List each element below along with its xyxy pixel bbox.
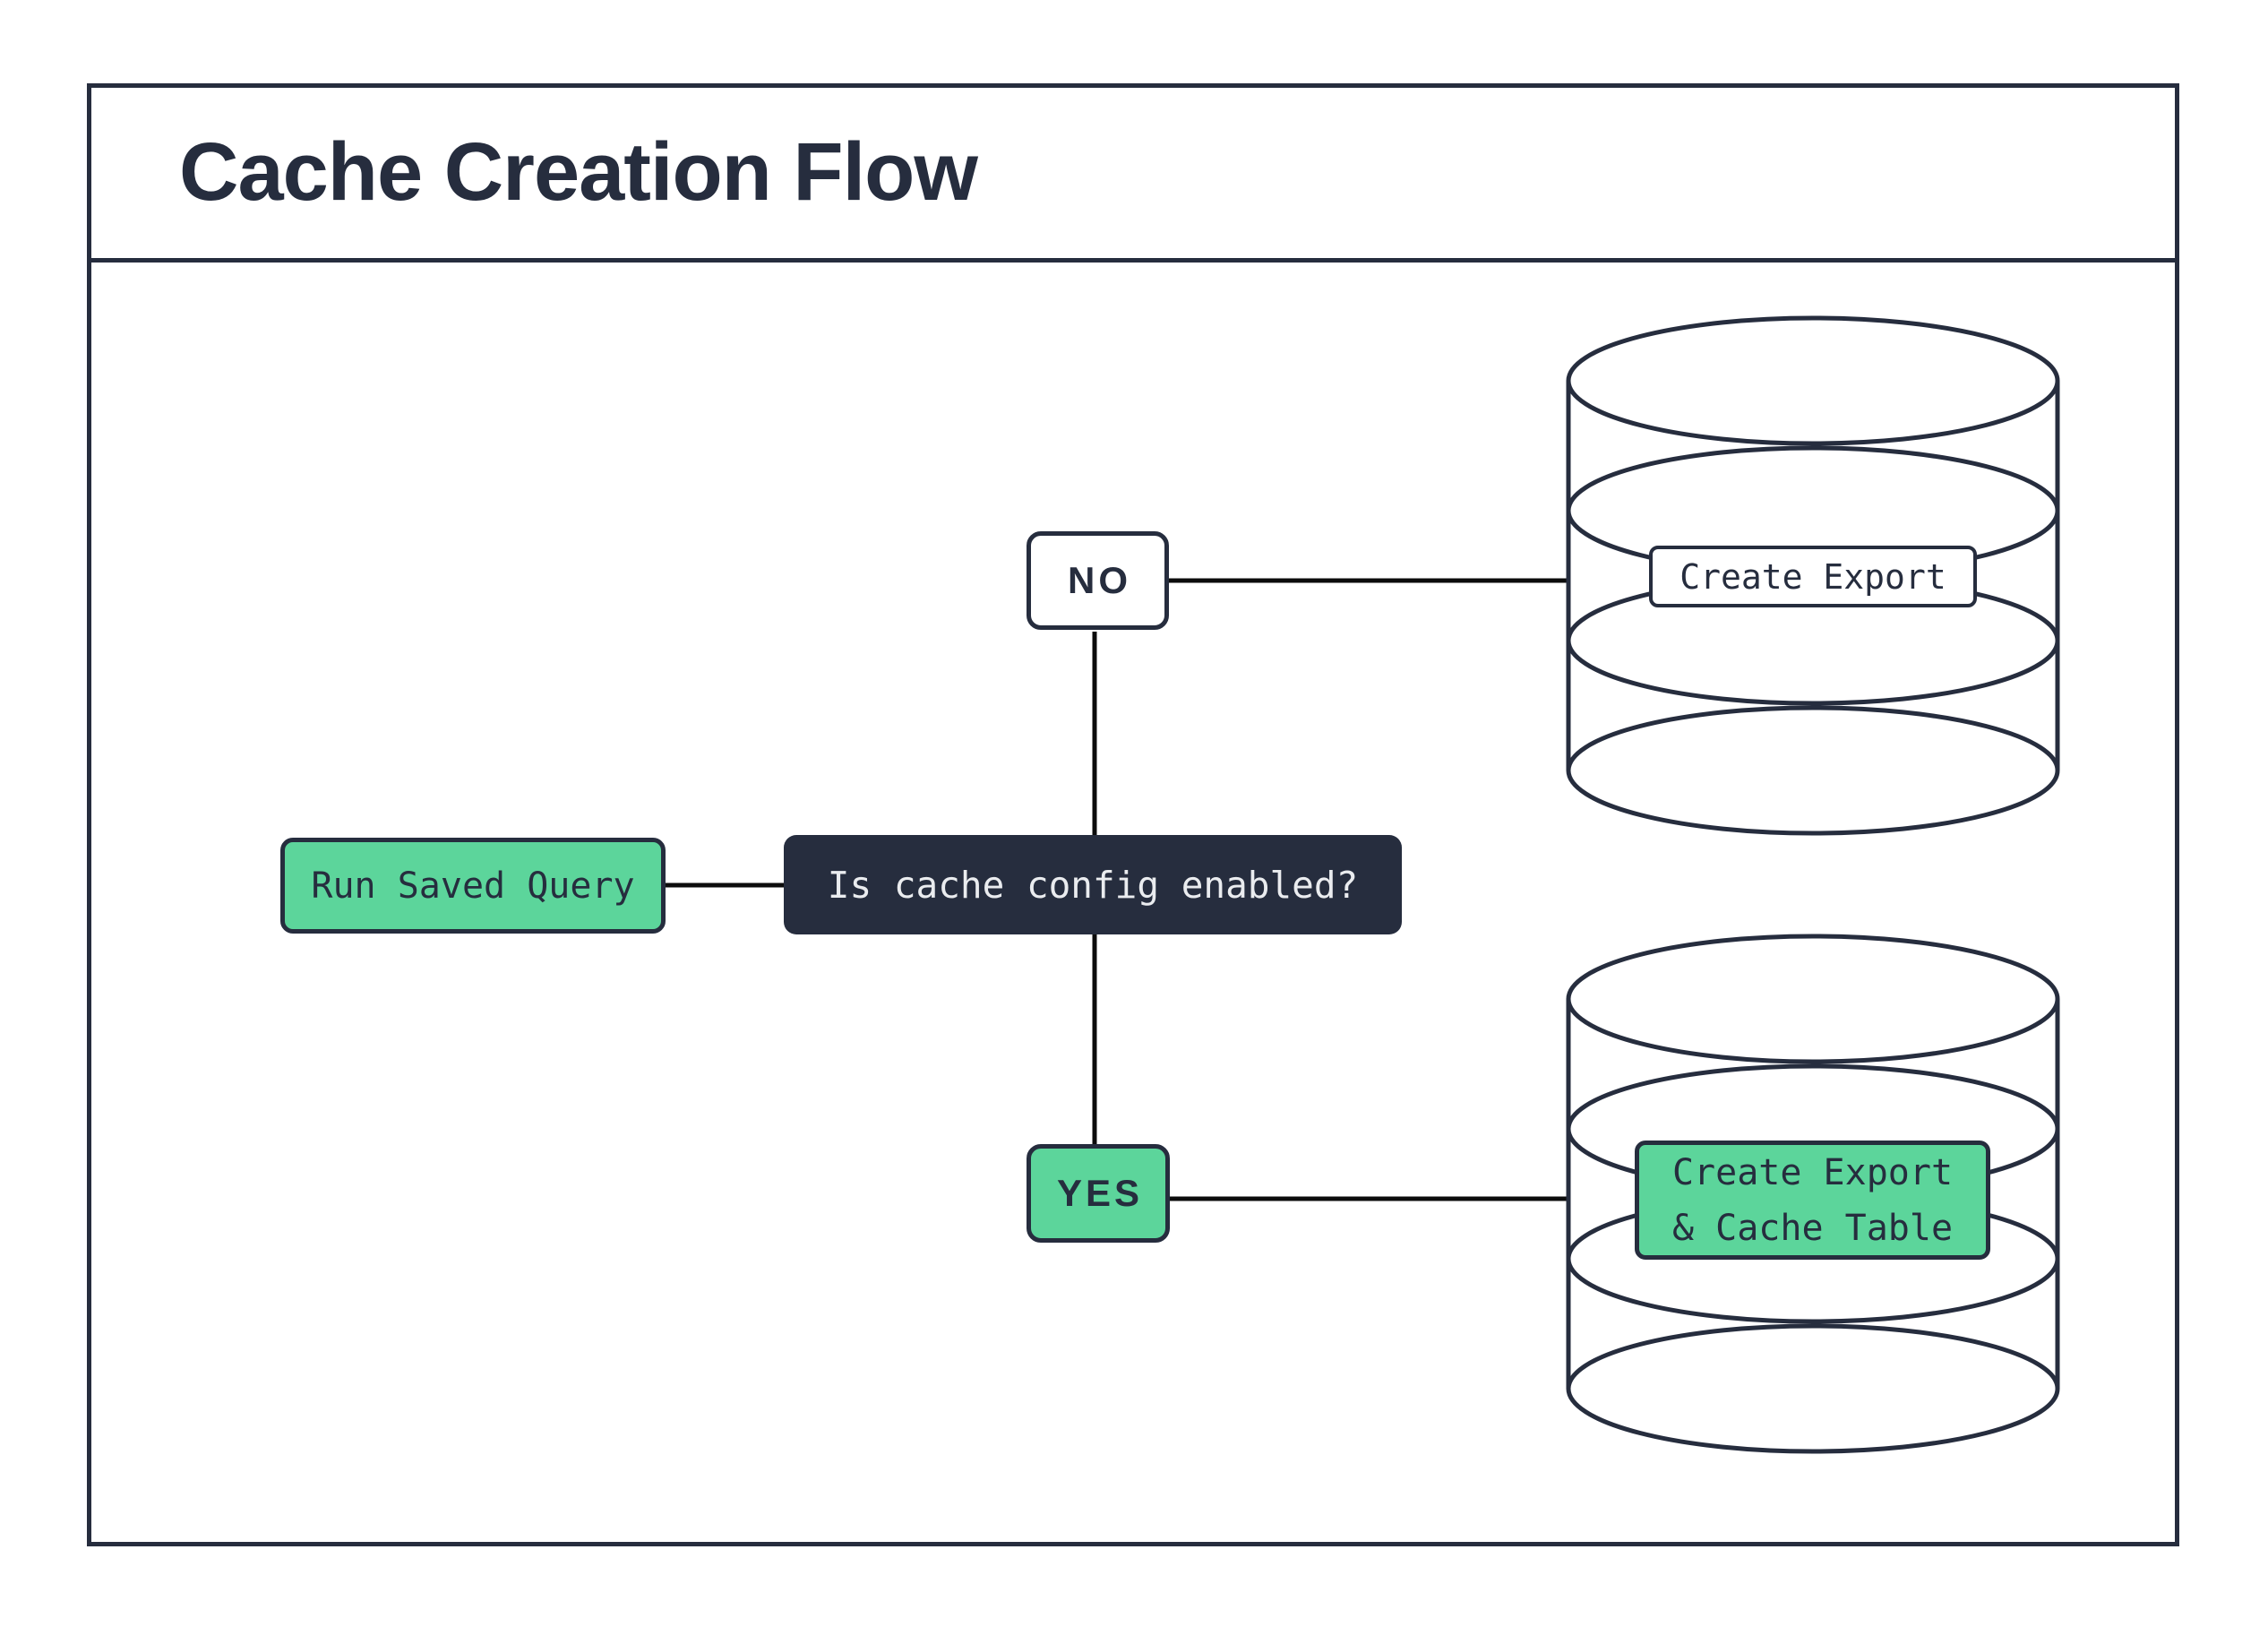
node-decision-cache-config: Is cache config enabled? — [784, 835, 1402, 934]
cache-label-line-2: & Cache Table — [1671, 1207, 1954, 1249]
node-run-saved-query: Run Saved Query — [280, 838, 666, 934]
node-create-export-cache-table: Create Export & Cache Table — [1635, 1141, 1990, 1260]
edge-label-no: NO — [1027, 531, 1169, 630]
cache-label-line-1: Create Export — [1671, 1151, 1954, 1193]
page-title: Cache Creation Flow — [179, 126, 978, 218]
connector-lines — [666, 578, 1570, 1201]
diagram-frame — [87, 83, 2179, 1546]
title-band: Cache Creation Flow — [87, 83, 2179, 263]
node-create-export: Create Export — [1649, 546, 1977, 607]
edge-label-yes: YES — [1027, 1144, 1170, 1243]
